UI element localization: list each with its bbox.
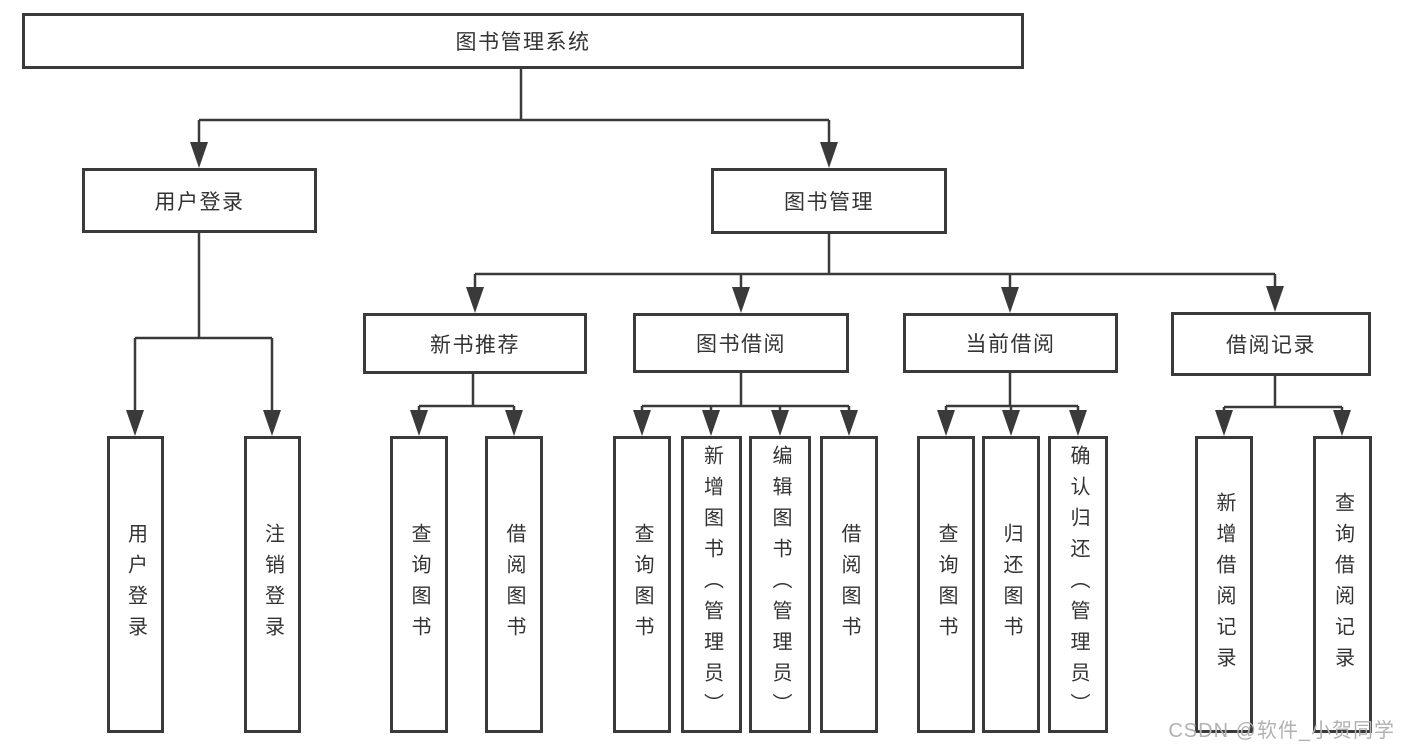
node-book-borrow-label: 图书借阅 [696, 333, 786, 356]
arrowhead [1069, 410, 1087, 436]
node-new-book-recommend: 新书推荐 [363, 313, 587, 374]
leaf-query-book-recommend-label: 查询图书 [408, 522, 430, 647]
arrowhead [937, 410, 955, 436]
leaf-add-borrow-record: 新增借阅记录 [1195, 436, 1253, 733]
node-root-label: 图书管理系统 [455, 31, 591, 54]
node-borrow-record: 借阅记录 [1171, 312, 1371, 376]
arrowhead [702, 410, 720, 436]
leaf-borrow-book-recommend: 借阅图书 [485, 436, 543, 733]
leaf-add-book-admin-label: 新增图书（管理员） [700, 445, 723, 724]
node-book-management-label: 图书管理 [784, 191, 874, 214]
leaf-logout-label: 注销登录 [261, 522, 284, 647]
leaf-query-borrow-record: 查询借阅记录 [1313, 436, 1372, 733]
connector-book-management-to-level3 [466, 234, 1284, 313]
leaf-query-borrow-record-label: 查询借阅记录 [1331, 491, 1354, 678]
node-user-login-label: 用户登录 [154, 190, 245, 214]
arrowhead [840, 410, 858, 436]
connector-user-login-to-leaves [126, 233, 281, 436]
leaf-confirm-return-admin: 确认归还（管理员） [1048, 436, 1108, 733]
arrowhead [1266, 286, 1284, 312]
watermark: CSDN @软件_小贺同学 [1168, 720, 1395, 742]
arrowhead [126, 410, 144, 436]
arrowhead [190, 142, 208, 168]
leaf-borrow-book-label: 借阅图书 [838, 522, 860, 647]
leaf-add-book-admin: 新增图书（管理员） [681, 436, 742, 733]
arrowhead [410, 410, 428, 436]
node-borrow-record-label: 借阅记录 [1226, 334, 1316, 357]
leaf-edit-book-admin: 编辑图书（管理员） [749, 436, 811, 733]
connector-root-to-level2 [190, 69, 838, 168]
node-current-borrow-label: 当前借阅 [965, 333, 1056, 356]
arrowhead [466, 287, 484, 313]
leaf-logout: 注销登录 [244, 436, 301, 733]
arrowhead [263, 410, 281, 436]
leaf-add-borrow-record-label: 新增借阅记录 [1213, 491, 1235, 678]
leaf-user-login: 用户登录 [107, 436, 164, 733]
arrowhead [633, 410, 651, 436]
arrowhead [732, 287, 750, 313]
leaf-borrow-book-recommend-label: 借阅图书 [503, 522, 525, 647]
leaf-query-book-borrow-label: 查询图书 [631, 522, 653, 647]
arrowhead [505, 410, 523, 436]
arrowhead [1333, 410, 1351, 436]
leaf-return-book: 归还图书 [982, 436, 1040, 733]
leaf-edit-book-admin-label: 编辑图书（管理员） [769, 445, 791, 724]
leaf-confirm-return-admin-label: 确认归还（管理员） [1067, 445, 1089, 724]
node-user-login: 用户登录 [82, 168, 317, 233]
arrowhead [1002, 410, 1020, 436]
leaf-query-book-borrow: 查询图书 [613, 436, 671, 733]
arrowhead [771, 410, 789, 436]
connector-current-borrow-to-leaves [937, 373, 1087, 436]
node-current-borrow: 当前借阅 [903, 313, 1118, 373]
arrowhead [1001, 287, 1019, 313]
connector-borrow-record-to-leaves [1215, 376, 1351, 436]
node-book-management: 图书管理 [711, 168, 947, 234]
leaf-query-book-recommend: 查询图书 [390, 436, 448, 733]
node-root: 图书管理系统 [22, 13, 1024, 69]
leaf-query-book-current: 查询图书 [917, 436, 975, 733]
node-new-book-recommend-label: 新书推荐 [430, 333, 520, 357]
arrowhead [820, 142, 838, 168]
connector-book-borrow-to-leaves [633, 373, 858, 436]
leaf-return-book-label: 归还图书 [1000, 522, 1022, 647]
connector-new-book-recommend-to-leaves [410, 374, 523, 436]
leaf-query-book-current-label: 查询图书 [935, 522, 957, 647]
leaf-borrow-book: 借阅图书 [820, 436, 878, 733]
node-book-borrow: 图书借阅 [633, 313, 849, 373]
arrowhead [1215, 410, 1233, 436]
leaf-user-login-label: 用户登录 [124, 522, 147, 647]
